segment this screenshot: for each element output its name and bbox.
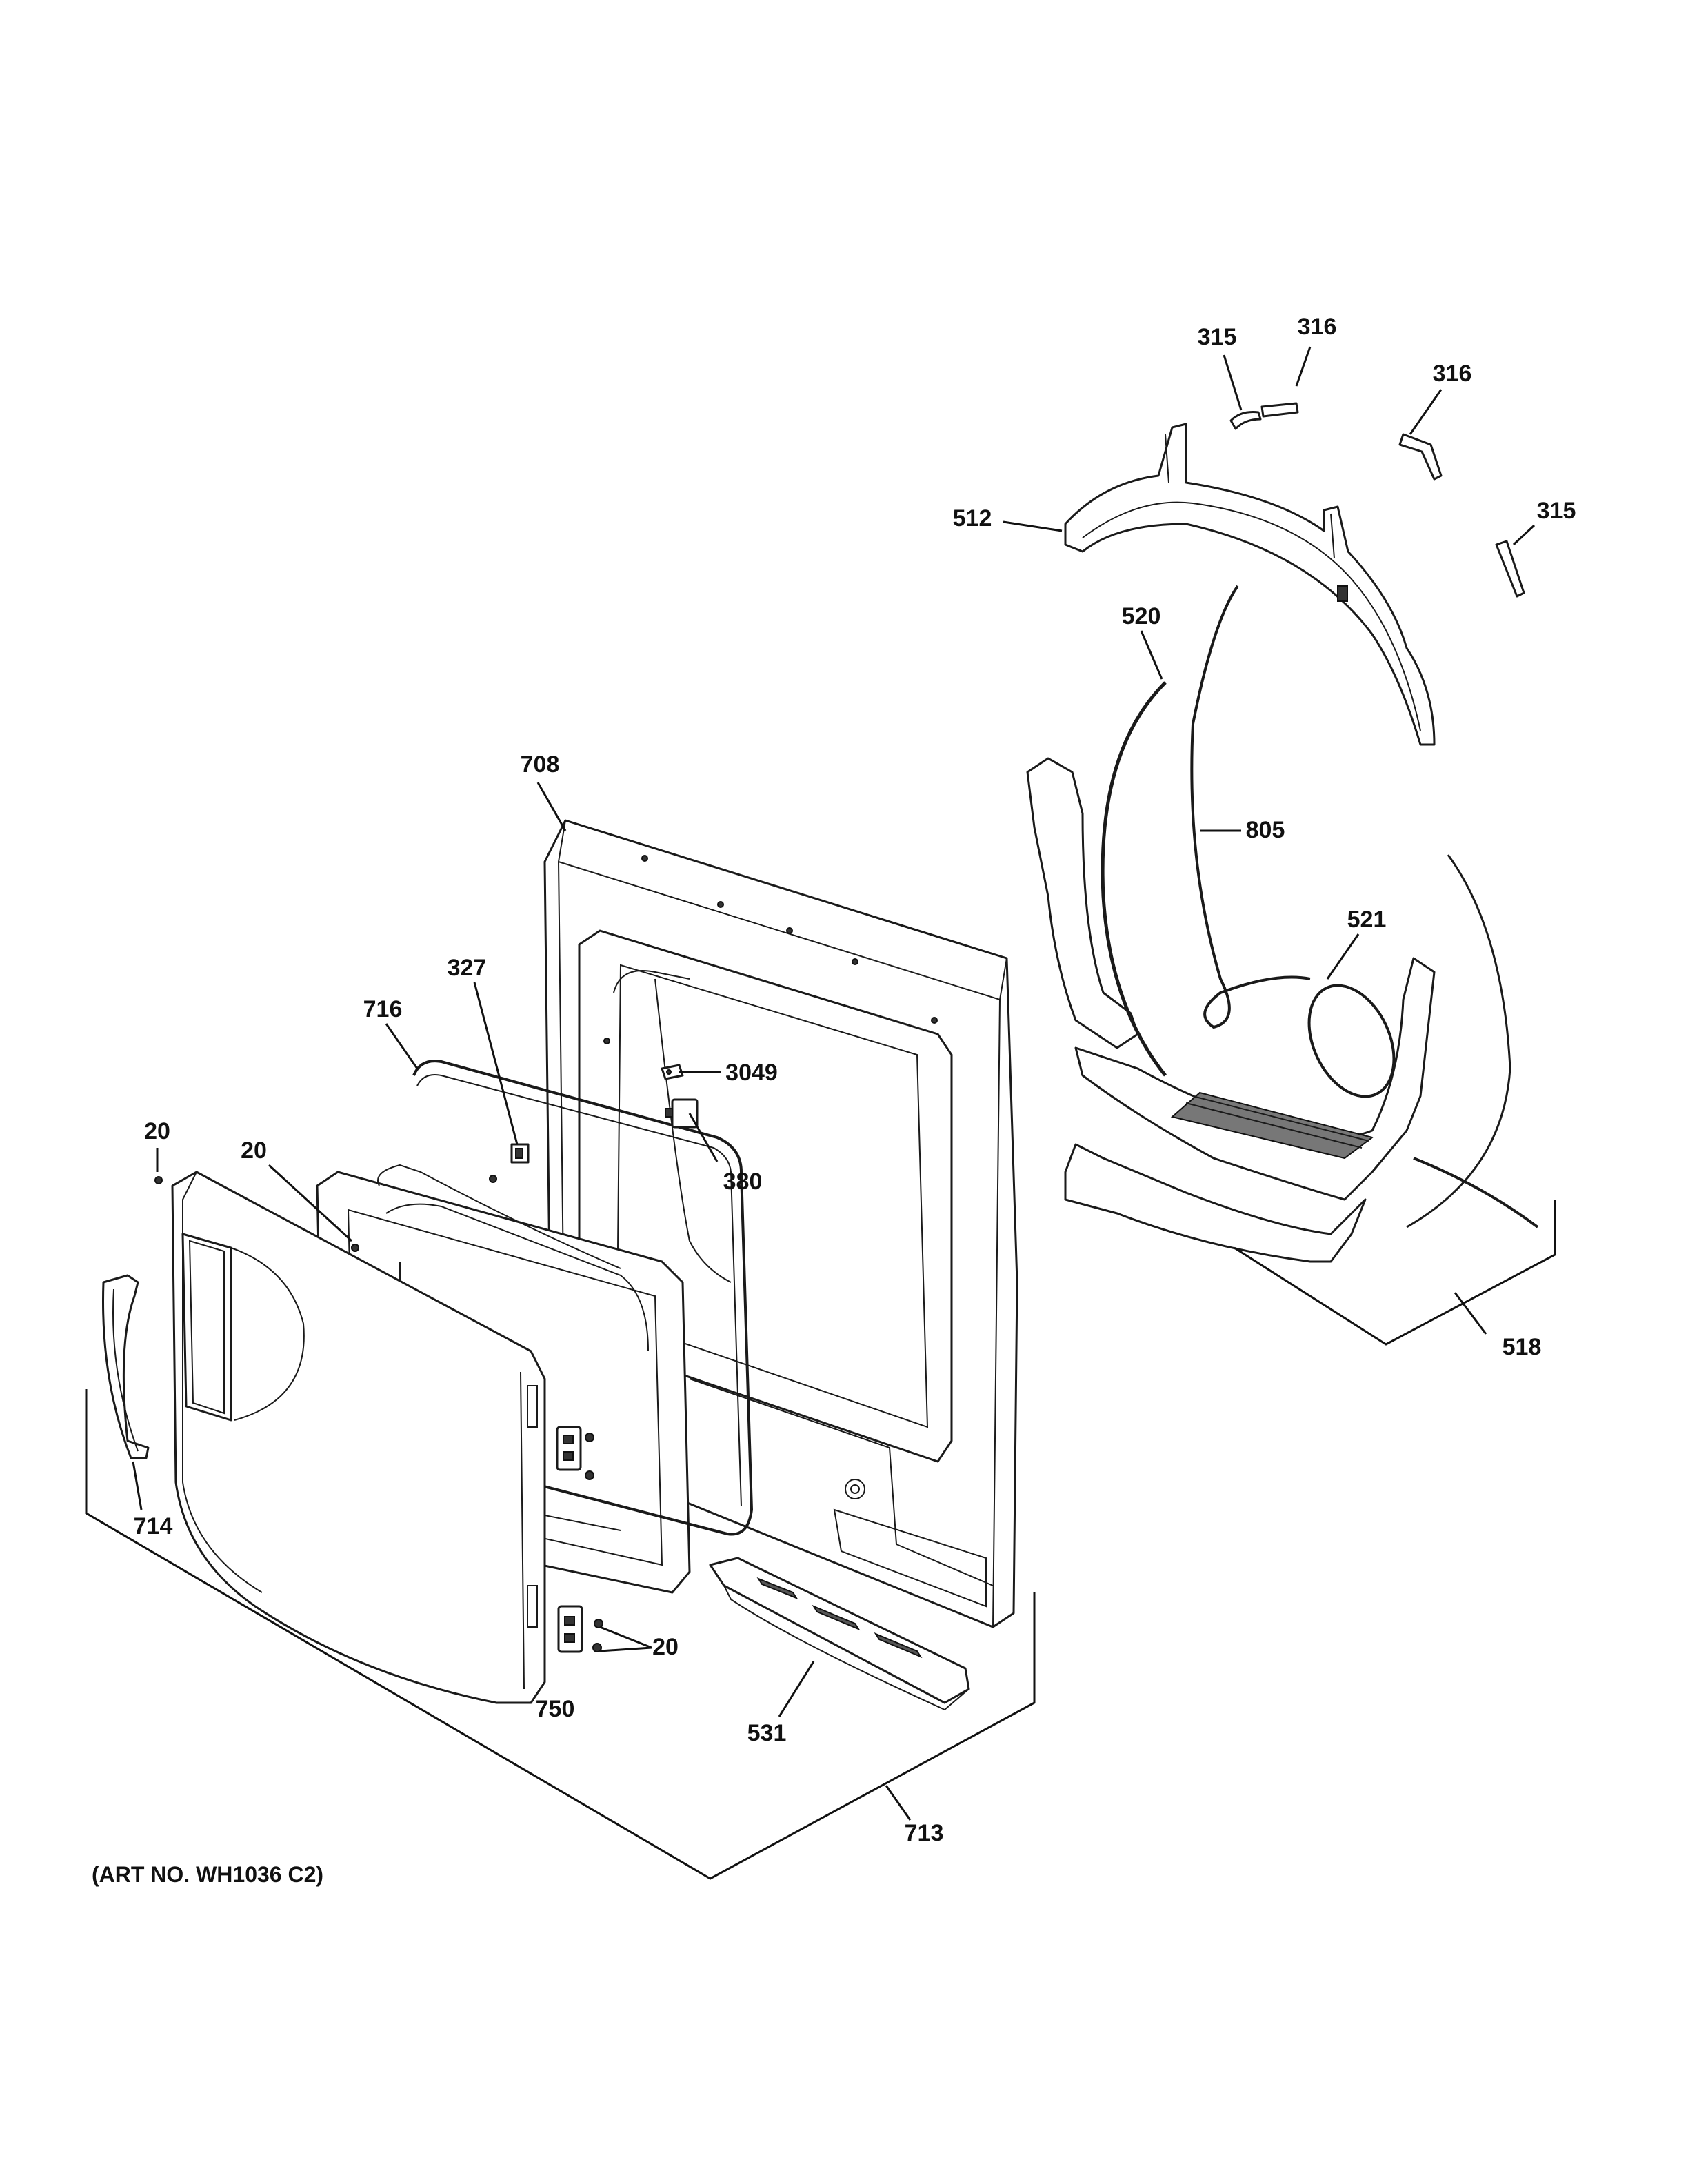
callout-805: 805 <box>1246 817 1285 843</box>
screw-icons <box>154 1176 603 1652</box>
hinge-750 <box>556 1426 583 1653</box>
outer-door <box>171 1171 546 1704</box>
drum-front-assembly-518 <box>1026 757 1539 1263</box>
callout-20b: 20 <box>241 1138 267 1164</box>
callout-518: 518 <box>1503 1334 1542 1360</box>
callout-520: 520 <box>1122 603 1161 629</box>
callout-315a: 315 <box>1198 324 1237 350</box>
callout-531: 531 <box>747 1720 787 1746</box>
callout-714: 714 <box>134 1513 173 1539</box>
clip-316b <box>1398 433 1443 481</box>
callout-380: 380 <box>723 1169 763 1195</box>
callout-316a: 316 <box>1298 314 1337 340</box>
callout-713: 713 <box>905 1820 944 1846</box>
bracket-713 <box>85 1389 1036 1880</box>
callout-512: 512 <box>953 505 992 532</box>
door-switch-327 <box>510 1143 530 1164</box>
door-handle-714 <box>102 1274 150 1459</box>
callout-20c: 20 <box>652 1634 679 1660</box>
clip-315a <box>1229 411 1262 430</box>
wire-805 <box>1190 585 1311 1029</box>
callout-750: 750 <box>536 1696 575 1722</box>
callout-316b: 316 <box>1433 361 1472 387</box>
part-3049 <box>661 1064 684 1080</box>
callout-3049: 3049 <box>725 1060 778 1086</box>
gasket-521 <box>1307 984 1396 1098</box>
leader-lines <box>132 346 1536 1821</box>
art-number-caption: (ART NO. WH1036 C2) <box>92 1862 323 1887</box>
clip-315b <box>1495 540 1525 598</box>
door-gasket-716 <box>412 1060 754 1536</box>
callout-315b: 315 <box>1537 498 1576 524</box>
seal-520 <box>1101 681 1167 1077</box>
callout-labels: 315 316 316 315 512 520 805 521 518 708 … <box>134 314 1576 1846</box>
clip-316a <box>1260 402 1299 418</box>
bracket-518 <box>1234 1200 1556 1346</box>
callout-716: 716 <box>363 996 403 1022</box>
callout-708: 708 <box>521 751 560 778</box>
callout-20a: 20 <box>144 1118 170 1144</box>
lint-filter-531 <box>709 1557 970 1711</box>
sensor-380 <box>665 1098 699 1129</box>
bulkhead-512 <box>1064 423 1436 746</box>
callout-327: 327 <box>448 955 487 981</box>
callout-521: 521 <box>1347 907 1387 933</box>
